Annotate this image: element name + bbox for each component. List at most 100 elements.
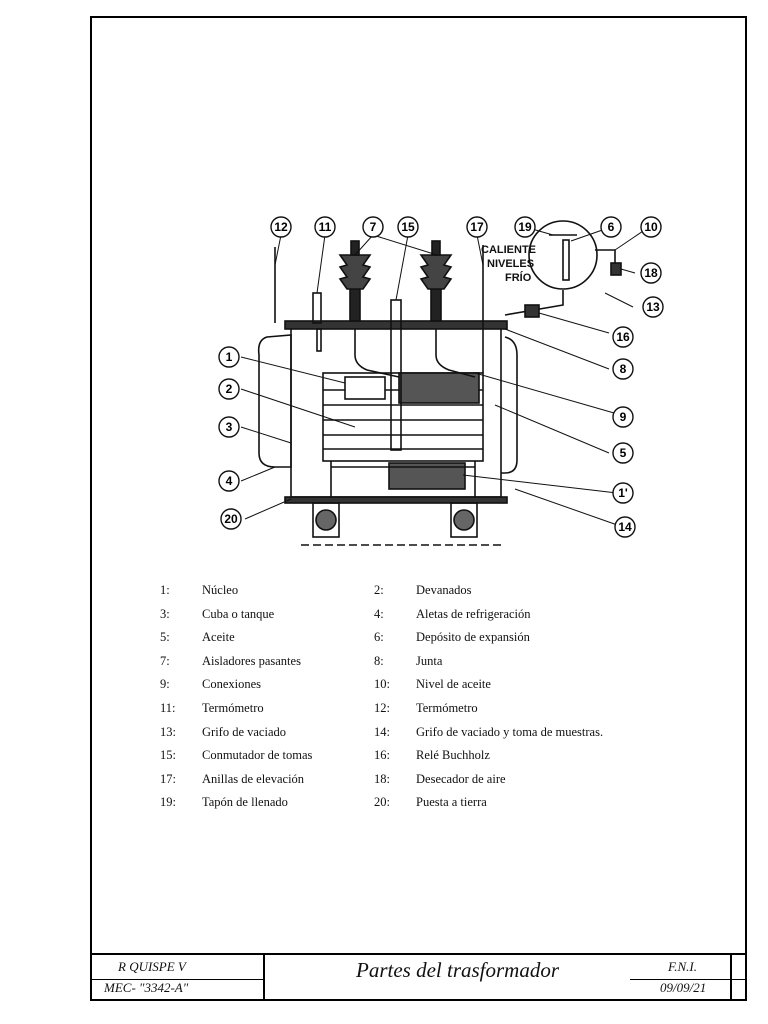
legend-num: 3: [160, 606, 170, 621]
callout-label-11: 11 [319, 220, 332, 234]
callout-label-7: 7 [370, 220, 377, 234]
callout-label-17: 17 [470, 220, 484, 234]
bushing-right [419, 240, 476, 378]
callout-label-1b: 1' [618, 486, 628, 500]
callout-circle-1b [612, 482, 634, 504]
legend-item: Núcleo [202, 583, 239, 597]
winding-top [398, 372, 480, 404]
legend-row: 1: Núcleo 2: Devanados [160, 583, 680, 607]
callout-circle-10 [640, 216, 662, 238]
callout-circle-9 [612, 406, 634, 428]
legend-num: 10: [374, 677, 390, 692]
callout-circle-3 [218, 416, 240, 438]
callout-circle-15 [397, 216, 419, 238]
legend-row: 11: Termómetro 12: Termómetro [160, 701, 680, 725]
bushing-left [338, 240, 400, 378]
callout-circle-12 [270, 216, 292, 238]
legend-item: Termómetro [416, 700, 478, 715]
callout-circle-1 [218, 346, 240, 368]
legend-num: 6: [374, 630, 384, 645]
legend-item: Aisladores pasantes [202, 653, 301, 668]
legend-item: Desecador de aire [416, 771, 506, 786]
legend-row: 9: Conexiones 10: Nivel de aceite [160, 677, 680, 701]
wheel-right [450, 502, 478, 538]
legend-num: 8: [374, 653, 384, 668]
tank-lid [284, 320, 508, 330]
callout-circle-7 [362, 216, 384, 238]
legend-num: 4: [374, 606, 384, 621]
callout-label-16: 16 [616, 330, 630, 344]
callout-circle-5 [612, 442, 634, 464]
legend-row: 7: Aisladores pasantes 8: Junta [160, 654, 680, 678]
drawing-title: Partes del trasformador [356, 958, 560, 982]
legend-num: 11: [160, 700, 176, 715]
title-block: R QUISPE V MEC- "3342-A" Partes del tras… [90, 953, 747, 1001]
legend-num: 14: [374, 724, 390, 739]
legend-num: 15: [160, 748, 176, 763]
legend-num: 1: [160, 583, 170, 597]
callout-circle-20 [220, 508, 242, 530]
callout-label-4: 4 [226, 474, 233, 488]
legend-item: Grifo de vaciado [202, 724, 286, 739]
legend-item: Conexiones [202, 677, 262, 692]
callout-circle-11 [314, 216, 336, 238]
callout-label-6: 6 [608, 220, 615, 234]
air-dryer [610, 262, 622, 276]
legend-item: Anillas de elevación [202, 771, 305, 786]
institution: F.N.I. [668, 959, 698, 974]
course-code: MEC- "3342-A" [104, 980, 189, 995]
callout-circle-18 [640, 262, 662, 284]
level-frio: FRÍO [505, 271, 532, 284]
legend-item: Puesta a tierra [416, 795, 487, 810]
legend-num: 17: [160, 771, 176, 786]
callout-circle-8 [612, 358, 634, 380]
callout-label-14: 14 [618, 520, 632, 534]
legend-num: 16: [374, 748, 390, 763]
author-name: R QUISPE V [118, 959, 186, 974]
callout-circle-6 [600, 216, 622, 238]
cooling-fins-right [501, 336, 518, 474]
conservator [528, 220, 598, 290]
legend-num: 9: [160, 677, 170, 692]
legend-num: 12: [374, 700, 390, 715]
legend-item: Relé Buchholz [416, 748, 490, 763]
callout-label-2: 2 [226, 382, 233, 396]
callout-circle-17 [466, 216, 488, 238]
callout-label-5: 5 [620, 446, 627, 460]
drawing-date: 09/09/21 [660, 980, 707, 995]
legend-num: 18: [374, 771, 390, 786]
legend-item: Cuba o tanque [202, 606, 275, 621]
callout-label-19: 19 [518, 220, 532, 234]
legend-item: Aceite [202, 630, 235, 645]
legend-num: 19: [160, 795, 176, 810]
callout-circle-16 [612, 326, 634, 348]
legend-item: Devanados [416, 583, 472, 597]
callout-label-15: 15 [401, 220, 415, 234]
legend-num: 13: [160, 724, 176, 739]
callout-circle-4 [218, 470, 240, 492]
callout-label-18: 18 [644, 266, 658, 280]
legend-item: Termómetro [202, 700, 264, 715]
legend-item: Tapón de llenado [202, 795, 288, 810]
callout-label-13: 13 [646, 300, 660, 314]
callout-label-20: 20 [224, 512, 238, 526]
legend-num: 5: [160, 630, 170, 645]
callout-circle-19 [514, 216, 536, 238]
callout-label-3: 3 [226, 420, 233, 434]
callout-circle-2 [218, 378, 240, 400]
legend-item: Junta [416, 653, 443, 668]
legend-item: Conmutador de tomas [202, 748, 313, 763]
callout-label-9: 9 [620, 410, 627, 424]
callout-label-1: 1 [226, 350, 233, 364]
legend-item: Nivel de aceite [416, 677, 491, 692]
legend-num: 7: [160, 653, 170, 668]
legend-num: 2: [374, 583, 384, 597]
wheel-left [312, 502, 340, 538]
callout-label-10: 10 [644, 220, 658, 234]
callout-circle-13 [642, 296, 664, 318]
